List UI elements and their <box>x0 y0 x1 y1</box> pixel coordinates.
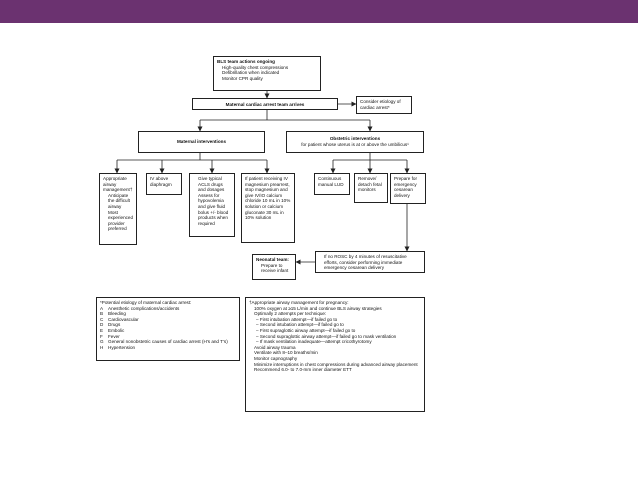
airway-management-box: †Appropriate airway management for pregn… <box>245 297 425 412</box>
bls-item: Monitor CPR quality <box>222 76 317 82</box>
airway-management-item: 100% oxygen at ≥15 L/min and continue BL… <box>254 306 421 312</box>
airway-attempt-item: First intubation attempt—if failed go to <box>256 317 421 323</box>
airway-management-item: Monitor capnography <box>254 356 421 362</box>
maternal-team-box: Maternal cardiac arrest team arrives <box>192 98 338 110</box>
obstetric-subtitle: for patient whose uterus is at or above … <box>301 141 409 147</box>
airway-management-item: Optimally 2 attempts per technique: <box>254 311 421 317</box>
magnesium-box: If patient receiving IV magnesium prearr… <box>241 173 295 243</box>
maternal-interventions-box: Maternal interventions <box>138 131 265 153</box>
lud-label: Continuous manual LUD <box>318 176 344 187</box>
bls-item: Defibrillation when indicated <box>222 70 317 76</box>
bls-actions-box: BLS team actions ongoing High-quality ch… <box>213 56 321 91</box>
etiology-title: *Potential etiology of maternal cardiac … <box>100 300 192 305</box>
airway-title: Appropriate airway management† <box>103 176 133 193</box>
etiology-box: *Potential etiology of maternal cardiac … <box>96 297 240 361</box>
cesarean-box: Prepare for emergency cesarean delivery <box>390 173 426 204</box>
rosc-box: If no ROSC by 4 minutes of resuscitative… <box>315 251 425 273</box>
acls-item: Give typical ACLS drugs and dosages <box>198 176 231 193</box>
obstetric-title: Obstetric interventions <box>329 136 381 141</box>
airway-attempt-item: Second intubation attempt—if failed go t… <box>256 322 421 328</box>
consider-etiology-label: Consider etiology of cardiac arrest* <box>360 99 401 110</box>
airway-box: Appropriate airway management† Anticipat… <box>99 173 137 245</box>
neonatal-box: Neonatal team: Prepare to receive infant <box>252 254 296 280</box>
lud-box: Continuous manual LUD <box>314 173 350 195</box>
iv-box: IV above diaphragm <box>146 173 182 195</box>
obstetric-interventions-box: Obstetric interventions for patient whos… <box>286 131 424 153</box>
remove-monitors-box: Remove/ detach fetal monitors <box>354 173 388 203</box>
airway-attempt-item: First supraglottic airway attempt—if fai… <box>256 328 421 334</box>
bls-title: BLS team actions ongoing <box>217 59 275 64</box>
maternal-team-label: Maternal cardiac arrest team arrives <box>225 102 305 107</box>
airway-item: Most experienced provider preferred <box>108 210 133 232</box>
rosc-item: If no ROSC by 4 minutes of resuscitative… <box>324 254 421 271</box>
title-bar <box>0 0 638 23</box>
airway-management-item: Minimize interruptions in chest compress… <box>254 362 421 368</box>
bls-item: High-quality chest compressions <box>222 65 317 71</box>
neonatal-item: Prepare to receive infant <box>261 263 292 274</box>
airway-item: Anticipate the difficult airway <box>108 193 133 210</box>
cesarean-label: Prepare for emergency cesarean delivery <box>394 176 417 198</box>
neonatal-title: Neonatal team: <box>256 257 289 262</box>
airway-management-title: †Appropriate airway management for pregn… <box>249 300 349 305</box>
iv-label: IV above diaphragm <box>150 176 172 187</box>
airway-attempt-item: Second supraglottic airway attempt—if fa… <box>256 334 421 340</box>
airway-management-item: Ventilate with 8–10 breaths/min <box>254 350 421 356</box>
remove-monitors-label: Remove/ detach fetal monitors <box>358 176 382 193</box>
airway-management-item: Recommend 6.0- to 7.0-mm inner diameter … <box>254 367 421 373</box>
airway-management-item: Avoid airway trauma <box>254 345 421 351</box>
acls-item: Assess for hypovolemia and give fluid bo… <box>198 193 231 227</box>
consider-etiology-box: Consider etiology of cardiac arrest* <box>356 96 412 114</box>
airway-attempt-item: If mask ventilation inadequate—attempt c… <box>256 339 421 345</box>
maternal-interventions-label: Maternal interventions <box>176 139 226 144</box>
acls-box: Give typical ACLS drugs and dosages Asse… <box>189 173 235 237</box>
magnesium-label: If patient receiving IV magnesium prearr… <box>245 176 291 221</box>
